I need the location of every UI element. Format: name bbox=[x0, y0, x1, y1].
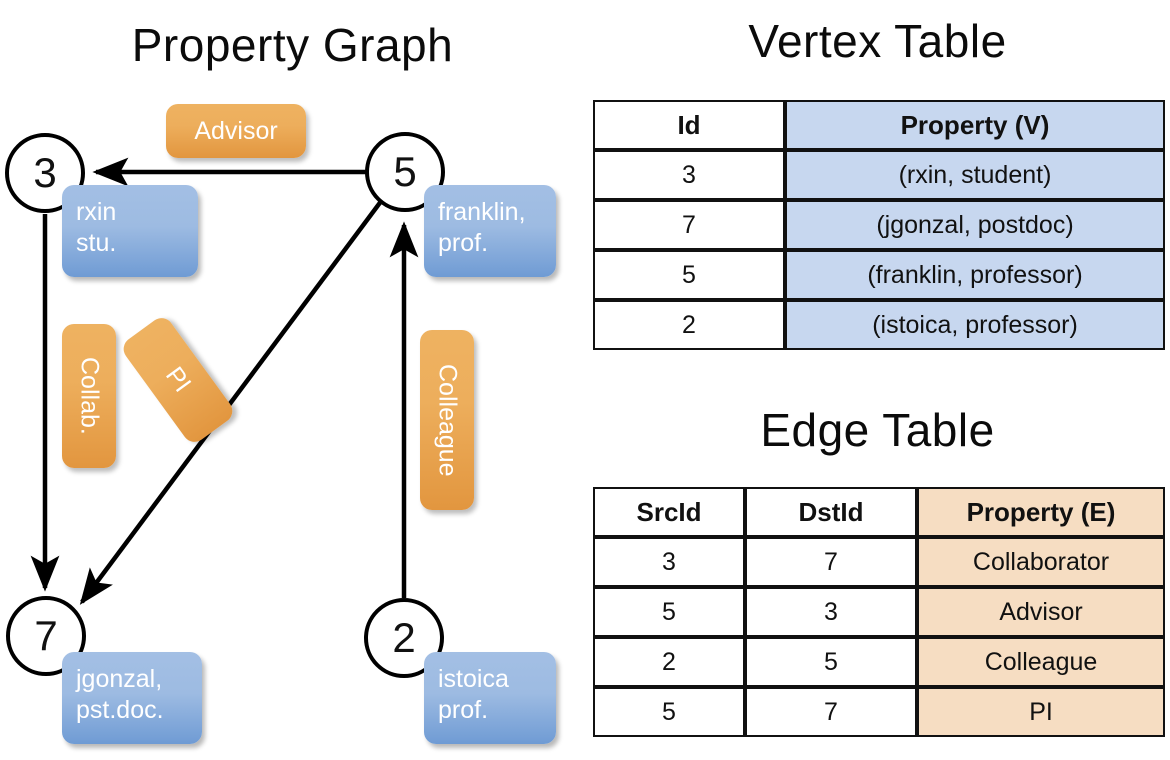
edge-table: SrcId DstId Property (E) 3 7 Collaborato… bbox=[593, 487, 1165, 737]
table-row[interactable]: 2 5 Colleague bbox=[593, 637, 1165, 687]
edge-cell-src: 5 bbox=[593, 687, 745, 737]
edge-table-header-property: Property (E) bbox=[917, 487, 1165, 537]
edge-label-collab-text: Collab. bbox=[75, 357, 104, 435]
vertex-cell-id: 2 bbox=[593, 300, 785, 350]
table-row[interactable]: 2 (istoica, professor) bbox=[593, 300, 1165, 350]
table-row[interactable]: 7 (jgonzal, postdoc) bbox=[593, 200, 1165, 250]
vertex-cell-property: (jgonzal, postdoc) bbox=[785, 200, 1165, 250]
edge-cell-src: 5 bbox=[593, 587, 745, 637]
vertex-cell-property: (rxin, student) bbox=[785, 150, 1165, 200]
table-row[interactable]: 5 3 Advisor bbox=[593, 587, 1165, 637]
edge-label-colleague-text: Colleague bbox=[433, 363, 462, 477]
edge-5-to-7 bbox=[79, 198, 384, 605]
graph-edges-svg bbox=[30, 157, 419, 605]
property-graph-panel: 3 5 7 2 rxin stu. franklin, prof. jgonza… bbox=[5, 104, 556, 744]
vertex-table: Id Property (V) 3 (rxin, student) 7 (jgo… bbox=[593, 100, 1165, 350]
vertex-cell-property: (franklin, professor) bbox=[785, 250, 1165, 300]
edge-label-advisor-text: Advisor bbox=[194, 116, 278, 145]
node-property-label-jgonzal: jgonzal, pst.doc. bbox=[62, 652, 202, 744]
vertex-cell-id: 3 bbox=[593, 150, 785, 200]
edge-cell-property: Advisor bbox=[917, 587, 1165, 637]
vertex-cell-id: 7 bbox=[593, 200, 785, 250]
page-title-property-graph: Property Graph bbox=[131, 19, 454, 71]
graph-node-2[interactable]: 2 bbox=[364, 598, 444, 678]
edge-cell-dst: 3 bbox=[745, 587, 917, 637]
edge-table-header-dstid: DstId bbox=[745, 487, 917, 537]
edge-cell-src: 2 bbox=[593, 637, 745, 687]
edge-cell-dst: 7 bbox=[745, 687, 917, 737]
page-title-vertex-table: Vertex Table bbox=[748, 15, 1007, 67]
vertex-table-header-id: Id bbox=[593, 100, 785, 150]
edge-label-advisor: Advisor bbox=[166, 104, 306, 158]
edge-cell-src: 3 bbox=[593, 537, 745, 587]
edge-cell-dst: 5 bbox=[745, 637, 917, 687]
table-row[interactable]: 5 (franklin, professor) bbox=[593, 250, 1165, 300]
edge-cell-property: Collaborator bbox=[917, 537, 1165, 587]
page-title-edge-table: Edge Table bbox=[760, 404, 995, 456]
table-row[interactable]: 3 (rxin, student) bbox=[593, 150, 1165, 200]
vertex-table-header-property: Property (V) bbox=[785, 100, 1165, 150]
vertex-cell-property: (istoica, professor) bbox=[785, 300, 1165, 350]
edge-table-header-srcid: SrcId bbox=[593, 487, 745, 537]
node-property-label-franklin: franklin, prof. bbox=[424, 185, 556, 277]
table-row[interactable]: 3 7 Collaborator bbox=[593, 537, 1165, 587]
edge-label-colleague: Colleague bbox=[420, 330, 474, 510]
edge-cell-dst: 7 bbox=[745, 537, 917, 587]
edge-label-collab: Collab. bbox=[62, 324, 116, 468]
node-property-label-rxin: rxin stu. bbox=[62, 185, 198, 277]
node-property-label-istoica: istoica prof. bbox=[424, 652, 556, 744]
edge-cell-property: PI bbox=[917, 687, 1165, 737]
table-row[interactable]: 5 7 PI bbox=[593, 687, 1165, 737]
edge-table-header-row: SrcId DstId Property (E) bbox=[593, 487, 1165, 537]
edge-label-pi-text: PI bbox=[160, 361, 197, 398]
edge-cell-property: Colleague bbox=[917, 637, 1165, 687]
vertex-table-header-row: Id Property (V) bbox=[593, 100, 1165, 150]
graph-node-5[interactable]: 5 bbox=[365, 132, 445, 212]
vertex-cell-id: 5 bbox=[593, 250, 785, 300]
